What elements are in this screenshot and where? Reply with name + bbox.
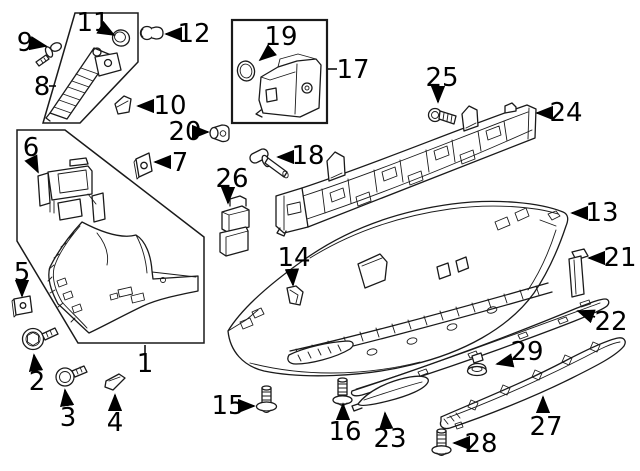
part-label-3: 3 [60, 403, 77, 433]
callout-19: 19 [258, 22, 298, 62]
part-label-6: 6 [23, 133, 40, 163]
callout-25: 25 [425, 63, 459, 104]
callout-3: 3 [60, 388, 77, 433]
part-10-clip [114, 95, 132, 115]
part-23-trim [351, 375, 429, 412]
part-27-lower-valance [439, 337, 626, 430]
callout-11: 11 [76, 8, 116, 38]
callout-9: 9 [17, 28, 48, 58]
part-label-19: 19 [264, 22, 297, 52]
part-label-27: 27 [529, 412, 562, 442]
part-label-1: 1 [137, 349, 154, 379]
part-label-10: 10 [153, 91, 186, 121]
callout-28: 28 [452, 429, 498, 459]
part-label-20: 20 [168, 117, 201, 147]
part-label-28: 28 [464, 429, 497, 459]
part-5-nut [11, 295, 33, 318]
part-2-bolt [21, 327, 59, 351]
part-16-screw [332, 377, 353, 406]
part-label-9: 9 [17, 28, 34, 58]
callout-17: 17 [328, 55, 370, 85]
callouts: 1 2 3 4 5 6 7 8 [14, 8, 637, 459]
part-label-23: 23 [373, 424, 406, 454]
callout-15: 15 [211, 391, 256, 421]
part-24-impact-bar [275, 102, 537, 237]
part-label-21: 21 [603, 243, 636, 273]
part-3-bolt [55, 365, 88, 387]
enclosure-poly-part-1 [16, 129, 205, 344]
callout-12: 12 [164, 19, 211, 49]
part-15-screw [255, 385, 278, 413]
part-label-13: 13 [585, 198, 618, 228]
part-label-8: 8 [34, 72, 51, 102]
part-26-bracket [219, 195, 250, 257]
callout-10: 10 [136, 91, 187, 121]
callout-27: 27 [529, 395, 563, 442]
part-4-clip [104, 373, 126, 391]
part-label-15: 15 [211, 391, 244, 421]
part-29-fastener [466, 352, 488, 377]
callout-24: 24 [535, 98, 583, 128]
enclosure-box-part-17 [230, 18, 329, 125]
callout-16: 16 [328, 402, 362, 447]
part-18-pin [249, 148, 289, 179]
part-13-bumper-cover [227, 200, 569, 377]
callout-6: 6 [23, 133, 40, 174]
part-1-corner-extension [47, 221, 199, 334]
part-21-bracket [568, 248, 589, 298]
part-8-side-bracket [45, 47, 122, 122]
part-label-26: 26 [215, 164, 248, 194]
callout-26: 26 [215, 164, 249, 205]
part-label-7: 7 [172, 148, 189, 178]
part-label-11: 11 [76, 8, 109, 38]
part-28-screw [431, 428, 452, 456]
callout-5: 5 [14, 258, 31, 298]
callout-23: 23 [373, 411, 407, 454]
callout-13: 13 [570, 198, 619, 228]
part-label-24: 24 [549, 98, 582, 128]
part-20-push-fastener [209, 124, 230, 143]
callout-2: 2 [29, 353, 46, 397]
part-label-2: 2 [29, 367, 46, 397]
part-label-18: 18 [291, 141, 324, 171]
part-19-seal-ring [236, 60, 256, 82]
callout-29: 29 [495, 337, 544, 368]
part-label-16: 16 [328, 417, 361, 447]
part-label-29: 29 [510, 337, 543, 367]
part-7-clip [133, 152, 153, 180]
part-label-25: 25 [425, 63, 458, 93]
callout-20: 20 [168, 117, 210, 147]
part-25-bolt [427, 107, 457, 125]
part-label-4: 4 [107, 408, 124, 438]
part-12-push-pin [139, 25, 164, 41]
part-label-12: 12 [177, 19, 210, 49]
part-label-17: 17 [336, 55, 369, 85]
part-6-bracket [37, 157, 106, 223]
callout-8: 8 [34, 72, 56, 102]
callout-7: 7 [153, 148, 189, 178]
part-label-22: 22 [594, 307, 627, 337]
callout-4: 4 [107, 393, 124, 438]
callout-18: 18 [276, 141, 325, 171]
part-17-bracket [255, 53, 322, 118]
callout-21: 21 [587, 243, 637, 273]
callout-22: 22 [576, 307, 628, 337]
part-label-14: 14 [277, 243, 310, 273]
part-9-screw [35, 42, 62, 67]
part-label-5: 5 [14, 258, 31, 288]
enclosure-poly-part-8 [42, 12, 139, 124]
callout-1: 1 [137, 345, 154, 379]
callout-14: 14 [277, 243, 311, 287]
